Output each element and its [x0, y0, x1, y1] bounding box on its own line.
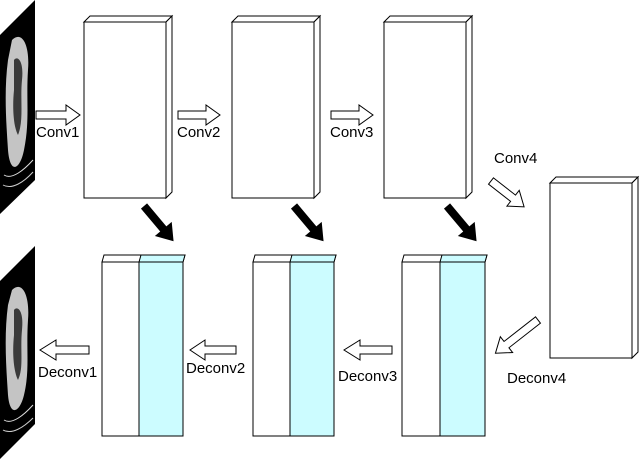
encoder-block-conv4	[548, 175, 640, 360]
arrow-down-right-icon	[487, 177, 525, 208]
arrow-right-icon	[330, 104, 374, 126]
skip-arrow-1	[140, 203, 174, 242]
arrow-left-icon	[39, 339, 90, 361]
input-image-icon	[0, 0, 35, 214]
arrow-left-icon	[343, 339, 393, 361]
encoder-block-conv3	[382, 14, 474, 200]
label-deconv4: Deconv4	[507, 370, 566, 387]
label-conv2: Conv2	[177, 124, 220, 141]
label-conv1: Conv1	[36, 124, 79, 141]
decoder-block-deconv2	[252, 254, 337, 437]
arrow-right-icon	[35, 104, 81, 126]
output-image-icon	[0, 246, 35, 459]
label-conv4: Conv4	[494, 150, 537, 167]
decoder-block-deconv3	[401, 254, 488, 437]
decoder-block-deconv1	[101, 254, 186, 437]
arrow-left-icon	[189, 339, 237, 361]
label-deconv1: Deconv1	[38, 364, 97, 381]
skip-arrow-3	[443, 203, 477, 242]
label-conv3: Conv3	[330, 124, 373, 141]
arrow-down-left-icon	[494, 316, 542, 354]
encoder-block-conv2	[230, 14, 322, 200]
skip-arrow-2	[290, 203, 324, 242]
arrow-right-icon	[177, 104, 221, 126]
label-deconv2: Deconv2	[186, 360, 245, 377]
encoder-block-conv1	[82, 14, 174, 200]
label-deconv3: Deconv3	[338, 368, 397, 385]
